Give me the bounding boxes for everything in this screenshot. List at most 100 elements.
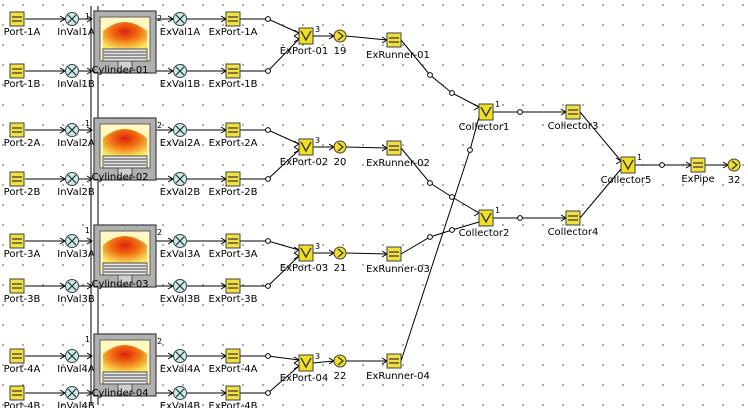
exhaust-port-7[interactable] (225, 348, 241, 364)
junction-icon (478, 103, 494, 121)
exhaust-port-4[interactable] (225, 171, 241, 187)
intake-port-2[interactable] (9, 63, 25, 79)
exhaust-valve-6[interactable] (173, 279, 187, 293)
port-number: 3 (315, 242, 320, 251)
runner-label: ExRunner-02 (366, 158, 430, 169)
orifice-glyph (337, 31, 344, 41)
cylinder-1[interactable] (93, 10, 157, 74)
intake-valve-1[interactable] (65, 12, 79, 26)
collector-c3[interactable] (565, 104, 581, 120)
collector-c2[interactable] (478, 209, 494, 227)
exhaust-valve-7[interactable] (173, 349, 187, 363)
combustion-icon (103, 345, 147, 372)
orifice-icon (333, 246, 347, 260)
intake-port-5[interactable] (9, 233, 25, 249)
exhaust-valve-1[interactable] (173, 12, 187, 26)
runner-4[interactable] (386, 353, 402, 369)
intake-port-label: Port-3B (4, 294, 41, 305)
connection-port (265, 283, 271, 289)
runner-1[interactable] (386, 32, 402, 48)
intake-valve-label: InVal1A (57, 27, 95, 38)
junction-glyph (480, 106, 492, 118)
exhaust-port-1[interactable] (225, 11, 241, 27)
exhaust-valve-5[interactable] (173, 234, 187, 248)
collector-c4[interactable] (565, 210, 581, 226)
intake-port-label: Port-1B (4, 79, 41, 90)
orifice-4[interactable] (333, 354, 347, 368)
combustion-icon (103, 22, 147, 49)
intake-port-4[interactable] (9, 171, 25, 187)
intake-port-6[interactable] (9, 278, 25, 294)
connection-lines (25, 6, 729, 405)
exhaust-port-2[interactable] (225, 63, 241, 79)
valve-cross (175, 351, 185, 361)
intake-port-label: Port-3A (4, 249, 41, 260)
exhaust-valve-3[interactable] (173, 123, 187, 137)
intake-valve-4[interactable] (65, 172, 79, 186)
junction-glyph (622, 159, 634, 171)
orifice-1[interactable] (333, 29, 347, 43)
exhaust-valve-label: ExVal1B (160, 79, 201, 90)
intake-port-3[interactable] (9, 122, 25, 138)
exhaust-port-3[interactable] (225, 122, 241, 138)
intake-port-label: Port-4A (4, 364, 41, 375)
connecting-rod (117, 383, 133, 395)
intake-valve-label: InVal2B (57, 187, 95, 198)
collector-c1[interactable] (478, 103, 494, 121)
runner-2[interactable] (386, 140, 402, 156)
exhaust-port-8[interactable] (225, 385, 241, 401)
valve-cross (175, 236, 185, 246)
exhaust-junction-3[interactable] (298, 244, 314, 262)
port-number: 1 (85, 226, 90, 235)
port-number: 1 (495, 100, 500, 109)
intake-valve-8[interactable] (65, 386, 79, 400)
arrow-head (86, 282, 93, 290)
orifice-icon (333, 354, 347, 368)
connection-port (265, 16, 271, 22)
exhaust-valve-4[interactable] (173, 172, 187, 186)
intake-port-7[interactable] (9, 348, 25, 364)
connection-port (659, 162, 665, 168)
intake-port-label: Port-1A (4, 27, 41, 38)
cylinder-4[interactable] (93, 333, 157, 397)
pipe-icon (9, 348, 25, 364)
intake-valve-7[interactable] (65, 349, 79, 363)
end-orifice[interactable] (727, 158, 741, 172)
collector-c5[interactable] (620, 156, 636, 174)
exhaust-valve-8[interactable] (173, 386, 187, 400)
orifice-2[interactable] (333, 140, 347, 154)
port-number: 1 (85, 335, 90, 344)
exhaust-port-5[interactable] (225, 233, 241, 249)
pipe-icon (9, 63, 25, 79)
intake-valve-5[interactable] (65, 234, 79, 248)
runner-3[interactable] (386, 246, 402, 262)
intake-valve-2[interactable] (65, 64, 79, 78)
pipe-icon (386, 140, 402, 156)
orifice-glyph (337, 248, 344, 258)
exhaust-pipe[interactable] (690, 157, 706, 173)
exhaust-valve-2[interactable] (173, 64, 187, 78)
orifice-3[interactable] (333, 246, 347, 260)
connecting-rod (117, 167, 133, 179)
intake-valve-6[interactable] (65, 279, 79, 293)
valve-cross (67, 14, 77, 24)
intake-port-1[interactable] (9, 11, 25, 27)
pipe-icon (225, 171, 241, 187)
exhaust-port-6[interactable] (225, 278, 241, 294)
flow-line (345, 252, 388, 255)
exhaust-junction-1[interactable] (298, 27, 314, 45)
flow-line (579, 168, 622, 219)
junction-glyph (300, 357, 312, 369)
valve-cross (67, 281, 77, 291)
collector-label: Collector3 (548, 121, 599, 132)
intake-port-8[interactable] (9, 385, 25, 401)
port-number: 3 (315, 136, 320, 145)
exhaust-junction-4[interactable] (298, 354, 314, 372)
cylinder-2[interactable] (93, 117, 157, 181)
collector-label: Collector1 (459, 122, 510, 133)
exhaust-junction-2[interactable] (298, 138, 314, 156)
cylinder-3[interactable] (93, 224, 157, 288)
intake-valve-3[interactable] (65, 123, 79, 137)
